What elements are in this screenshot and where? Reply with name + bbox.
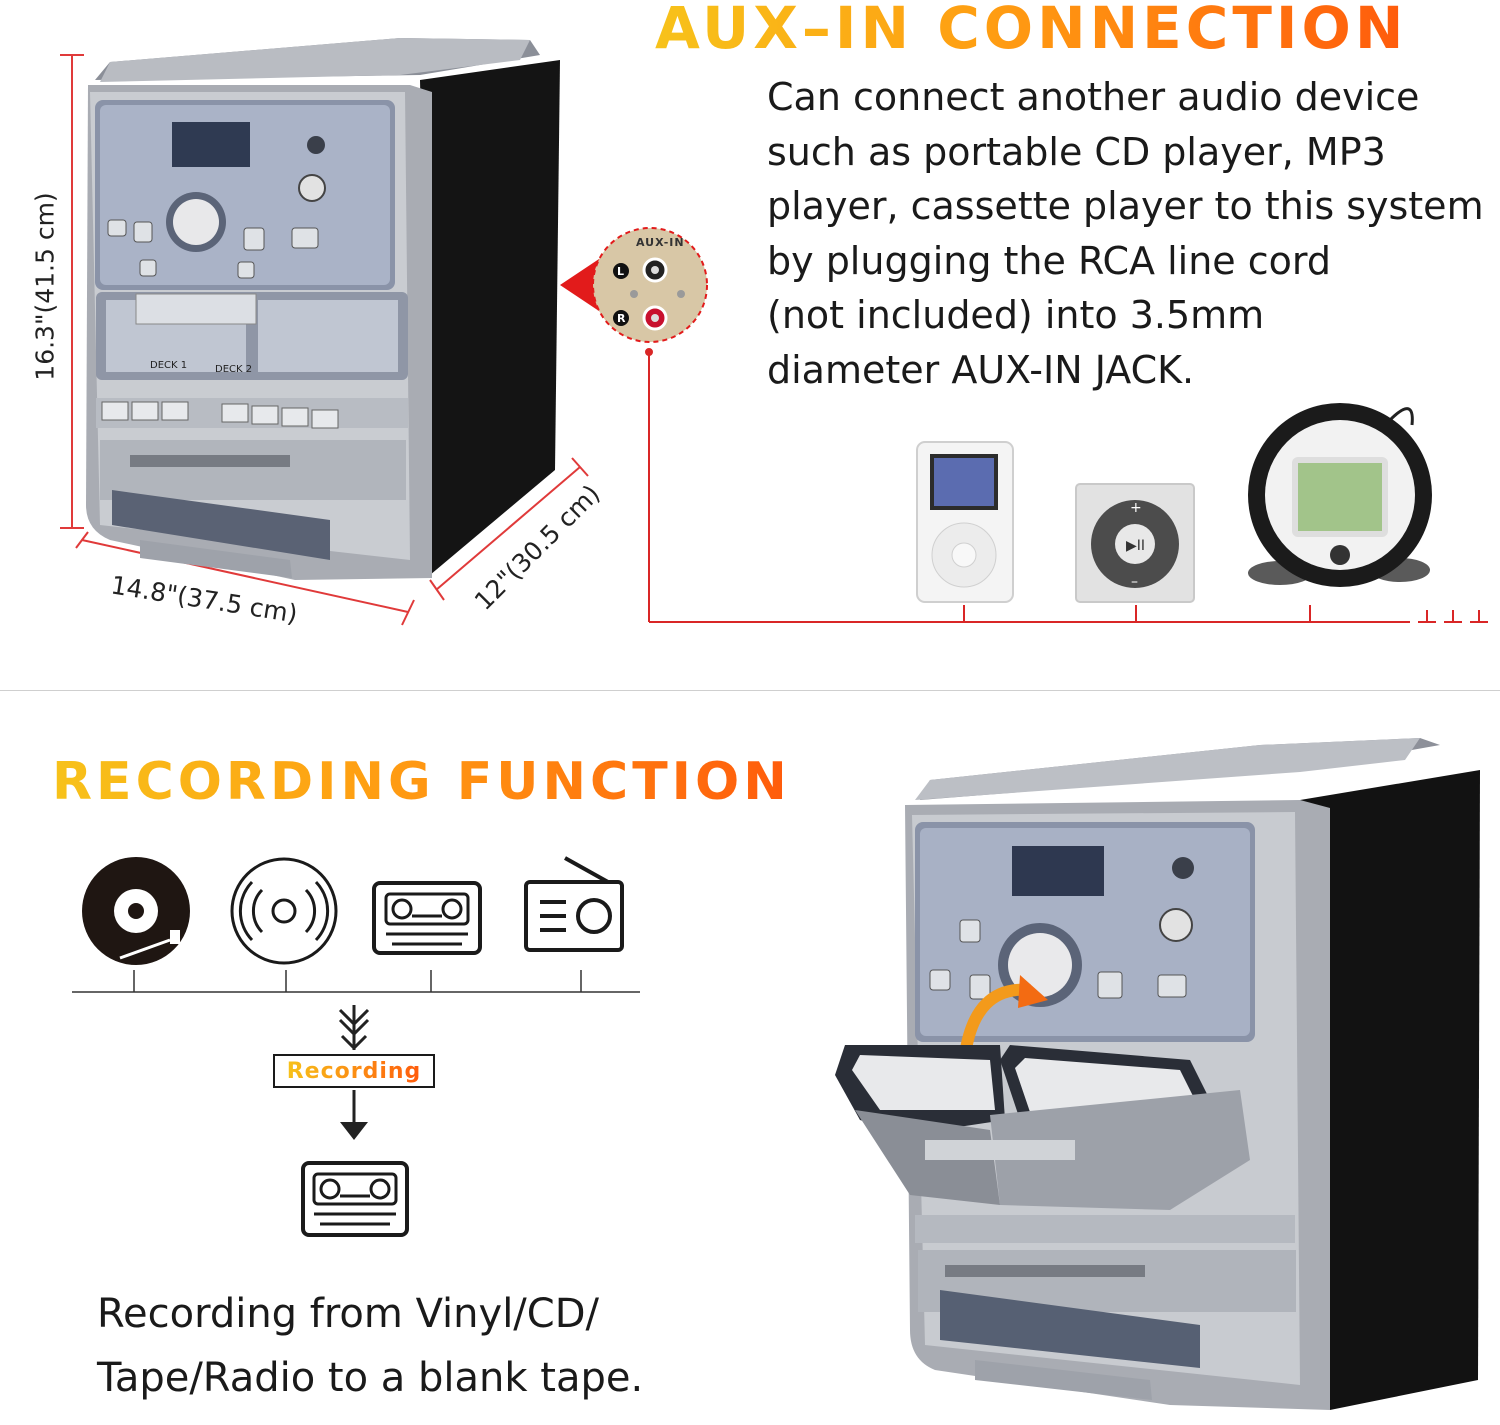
section-divider: [0, 690, 1500, 691]
deck-2-label: DECK 2: [215, 364, 252, 375]
aux-jack-label: AUX-IN: [636, 236, 685, 249]
recording-desc-line: Tape/Radio to a blank tape.: [97, 1355, 644, 1401]
deck-1-label: DECK 1: [150, 360, 187, 371]
cd-icon: [230, 857, 338, 965]
portable-cd-player-image: [1248, 403, 1432, 587]
recording-desc-line: Recording from Vinyl/CD/: [97, 1291, 599, 1337]
svg-text:+: +: [1130, 500, 1142, 516]
cassette-icon: [372, 881, 482, 955]
recording-description: Recording from Vinyl/CD/ Tape/Radio to a…: [97, 1282, 643, 1410]
aux-desc-line: Can connect another audio device: [767, 75, 1420, 119]
aux-heading: AUX–IN CONNECTION: [655, 0, 1407, 62]
aux-desc-line: such as portable CD player, MP3: [767, 129, 1386, 174]
aux-jack-callout: AUX-IN L R: [560, 227, 708, 343]
blank-tape-icon: [301, 1161, 409, 1237]
ipod-classic-image: [916, 441, 1014, 603]
aux-description: Can connect another audio device such as…: [767, 70, 1487, 397]
svg-text:▶II: ▶II: [1126, 538, 1145, 554]
aux-jack-right-label: R: [617, 312, 626, 325]
aux-jack-left-label: L: [617, 265, 624, 278]
aux-desc-line: diameter AUX-IN JACK.: [767, 347, 1195, 392]
radio-icon: [524, 856, 624, 952]
aux-desc-line: by plugging the RCA line cord: [767, 238, 1331, 283]
recording-sources-diagram: [72, 856, 640, 993]
aux-desc-line: player, cassette player to this system: [767, 184, 1484, 228]
recording-flow-arrows: [338, 1005, 370, 1140]
recording-label: Recording: [286, 1058, 422, 1084]
connector-lines: [645, 348, 1488, 623]
recording-heading: RECORDING FUNCTION: [52, 752, 791, 812]
aux-desc-line: (not included) into 3.5mm: [767, 293, 1265, 337]
svg-text:–: –: [1131, 574, 1138, 590]
dimension-lines: [60, 54, 589, 626]
stereo-system-image-bottom: [835, 738, 1480, 1410]
dimension-height-label: 16.3"(41.5 cm): [30, 192, 60, 381]
vinyl-icon: [82, 857, 190, 965]
stereo-system-image-top: DECK 1 DECK 2: [60, 38, 589, 626]
shuffle-player-image: ▶II + –: [1075, 483, 1195, 603]
recording-label-box: Recording: [273, 1054, 435, 1088]
